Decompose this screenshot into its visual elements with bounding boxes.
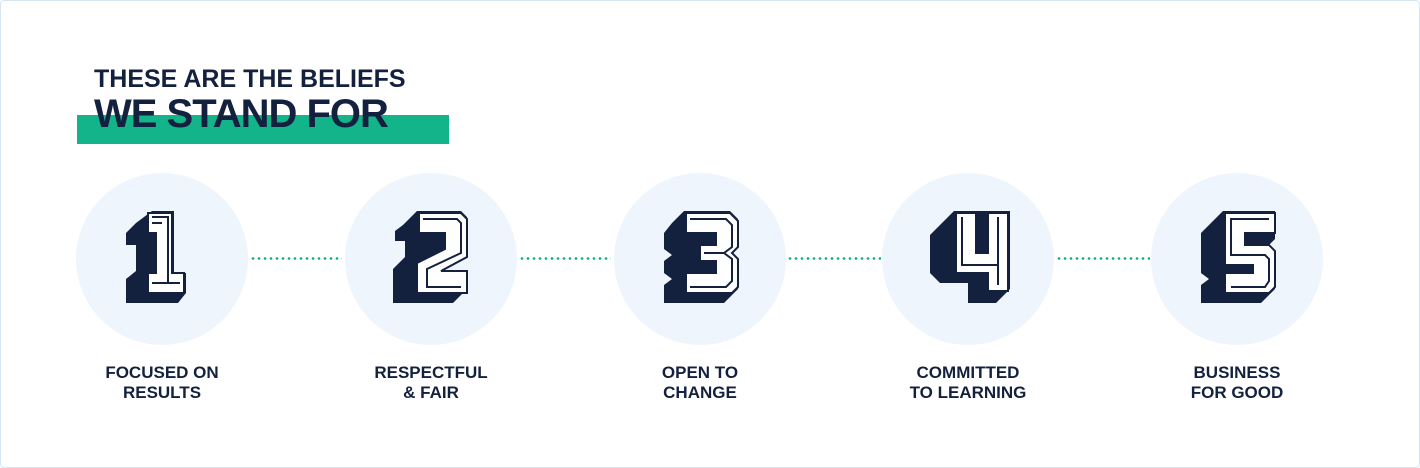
belief-item-4: COMMITTED TO LEARNING xyxy=(882,173,1054,402)
belief-label: COMMITTED TO LEARNING xyxy=(909,363,1027,402)
dotted-connector xyxy=(250,257,342,260)
number-circle xyxy=(614,173,786,345)
dotted-connector xyxy=(787,257,881,260)
number-2-icon xyxy=(393,211,468,303)
number-circle xyxy=(882,173,1054,345)
number-4-icon xyxy=(930,211,1010,303)
heading-line-1: THESE ARE THE BELIEFS xyxy=(94,65,406,93)
number-5-icon xyxy=(1201,211,1276,303)
belief-label: BUSINESS FOR GOOD xyxy=(1190,363,1284,402)
dotted-connector xyxy=(519,257,611,260)
belief-item-2: RESPECTFUL & FAIR xyxy=(345,173,517,402)
dotted-connector xyxy=(1056,257,1150,260)
number-circle xyxy=(1151,173,1323,345)
belief-label: RESPECTFUL & FAIR xyxy=(374,363,488,402)
heading-highlight-bar xyxy=(77,115,449,144)
belief-item-1: FOCUSED ON RESULTS xyxy=(76,173,248,402)
heading-line-2: WE STAND FOR xyxy=(94,92,389,136)
belief-item-5: BUSINESS FOR GOOD xyxy=(1151,173,1323,402)
number-1-icon xyxy=(126,211,186,303)
page-heading: THESE ARE THE BELIEFS WE STAND FOR xyxy=(77,64,449,144)
number-3-icon xyxy=(664,211,739,303)
number-circle xyxy=(76,173,248,345)
number-circle xyxy=(345,173,517,345)
belief-label: FOCUSED ON RESULTS xyxy=(105,363,219,402)
belief-label: OPEN TO CHANGE xyxy=(661,363,739,402)
belief-item-3: OPEN TO CHANGE xyxy=(614,173,786,402)
